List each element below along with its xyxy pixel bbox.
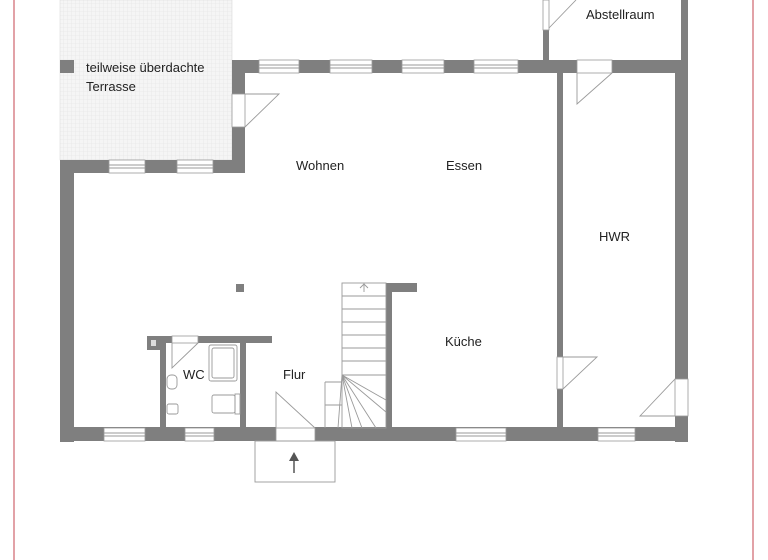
entrance-arrow-icon [289,452,299,473]
label-hwr: HWR [599,229,630,244]
windows [103,59,636,442]
label-terrace-line1: teilweise überdachte [86,60,205,75]
label-abstellraum: Abstellraum [586,7,655,22]
label-terrace-line2: Terrasse [86,79,136,94]
doors [171,0,689,442]
wc-fixtures [151,340,241,415]
label-kueche: Küche [445,334,482,349]
label-wc: WC [183,367,205,382]
terrace-area [59,0,233,161]
label-flur: Flur [283,367,306,382]
staircase [324,282,387,429]
label-essen: Essen [446,158,482,173]
label-wohnen: Wohnen [296,158,344,173]
entrance-landing [254,440,336,483]
